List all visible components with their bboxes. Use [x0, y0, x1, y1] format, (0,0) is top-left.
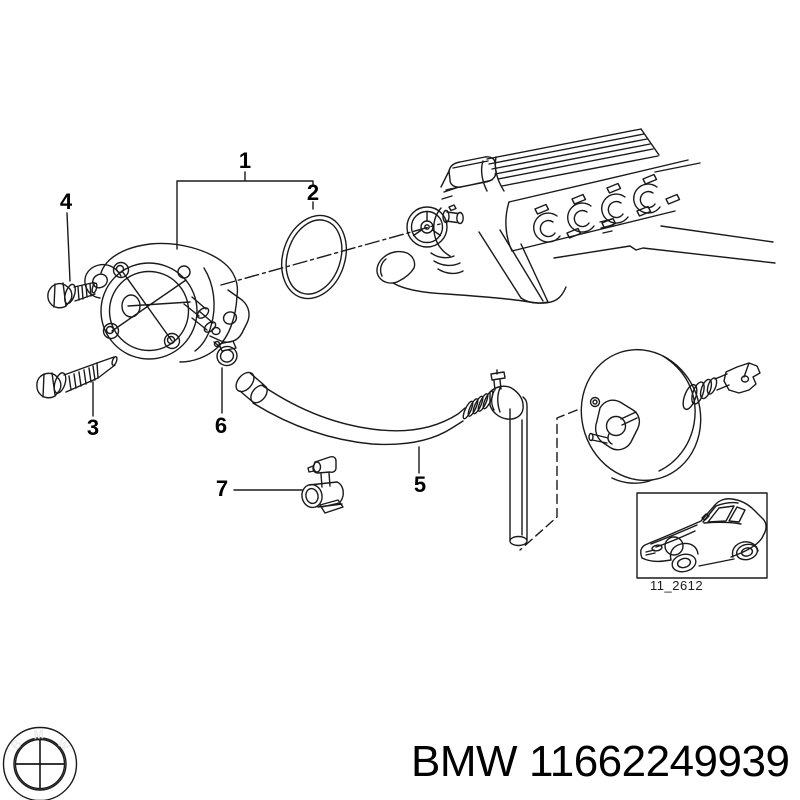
bolt-long-drawing	[36, 356, 118, 399]
roundel-quadrant-bottom-left	[14, 763, 41, 790]
roundel-quadrant-bottom-right	[39, 763, 66, 790]
bmw-roundel-logo: B M W	[2, 726, 78, 800]
vacuum-hose-drawing	[235, 369, 528, 547]
inset-code: 11_2612	[650, 578, 704, 593]
hose-clamp-drawing	[213, 340, 238, 367]
callout-6: 6	[214, 413, 228, 438]
vacuum-pump-drawing	[84, 242, 250, 363]
brake-booster-drawing	[580, 348, 761, 484]
logo-letter-b: B	[8, 737, 24, 753]
callout-1: 1	[238, 148, 252, 173]
callout-leader-lines	[66, 171, 420, 491]
callout-4: 4	[59, 189, 73, 214]
bolt-short-drawing	[47, 281, 98, 309]
logo-letter-w: W	[54, 736, 72, 754]
pump-studs	[102, 261, 191, 350]
callout-5: 5	[413, 472, 427, 497]
assembly-axis-line	[220, 223, 441, 286]
part-number-text: 11662249939	[529, 737, 790, 786]
hose-clip-drawing	[301, 456, 344, 514]
roundel-quadrant-top-right	[39, 738, 66, 765]
engine-port-studs	[534, 173, 681, 239]
roundel-quadrant-top-left	[14, 738, 41, 765]
brand-text: BMW	[411, 737, 518, 786]
engine-drawing	[376, 128, 776, 304]
logo-letter-m: M	[33, 727, 44, 742]
location-dot	[664, 536, 684, 556]
car-sketch	[640, 498, 767, 573]
engine-port-clamps	[533, 183, 661, 243]
callout-7: 7	[215, 476, 229, 501]
callout-2: 2	[306, 180, 320, 205]
o-ring-seal-drawing	[281, 214, 347, 300]
hose-bellows	[462, 390, 494, 420]
car-location-inset	[636, 492, 768, 579]
pump-port-nipple	[442, 204, 464, 225]
booster-reference-line	[519, 409, 578, 551]
callout-3: 3	[86, 415, 100, 440]
